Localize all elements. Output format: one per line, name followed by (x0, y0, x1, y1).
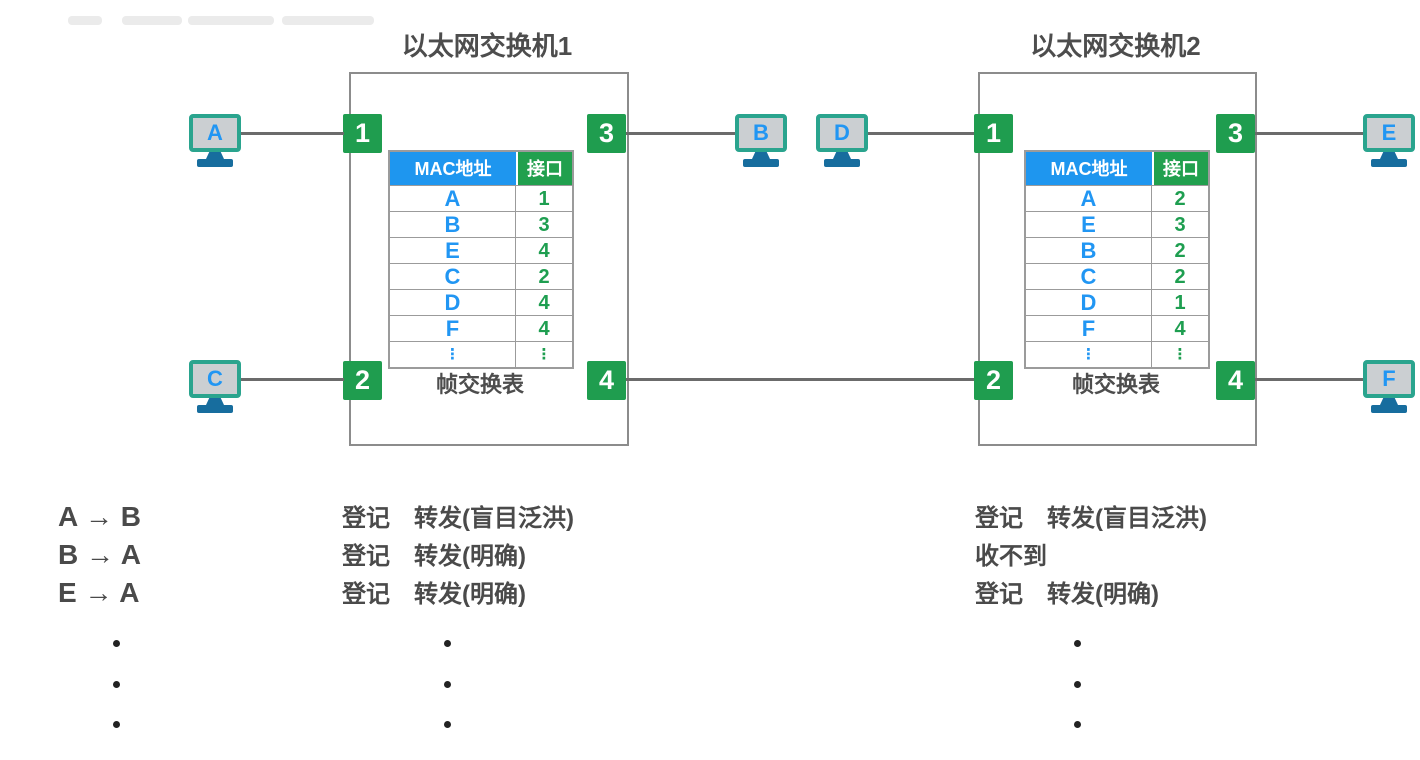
scenario-sw2-result-1: 登记 转发(盲目泛洪) (975, 505, 1207, 532)
scenario-sw1-result-2: 登记 转发(明确) (342, 543, 526, 570)
mac-header-cell: MAC地址 (390, 152, 516, 185)
switch1-port-4: 4 (587, 361, 626, 400)
ellipsis-dot (444, 681, 451, 688)
cable-hostA-sw1p1 (241, 132, 344, 135)
ellipsis-dot (113, 640, 120, 647)
ellipsis-dot (1074, 640, 1081, 647)
watermark-smudge (68, 16, 102, 25)
ellipsis-dot (444, 721, 451, 728)
cable-sw1p4-sw2p2-trunk (626, 378, 974, 381)
ellipsis-dot (113, 681, 120, 688)
host-label: D (834, 120, 850, 145)
port-cell: 2 (1152, 185, 1208, 211)
switch1-table-caption: 帧交换表 (435, 372, 524, 397)
scenario-flow-1: A → B (58, 501, 141, 532)
port-cell: 2 (1152, 263, 1208, 289)
switch1-port-3: 3 (587, 114, 626, 153)
port-cell: 1 (1152, 289, 1208, 315)
mac-table-switch2: MAC地址 接口 A 2 E 3 B 2 C 2 D 1 F 4 ⋮ ⋮ (1024, 150, 1210, 369)
ellipsis-dot (113, 721, 120, 728)
port-ellipsis-cell: ⋮ (1152, 341, 1208, 367)
switch2-port-2: 2 (974, 361, 1013, 400)
switch2-table-caption: 帧交换表 (1071, 372, 1160, 397)
mac-cell: B (390, 211, 516, 237)
scenario-sw1-result-3: 登记 转发(明确) (342, 581, 526, 608)
port-cell: 4 (516, 315, 572, 341)
port-ellipsis-cell: ⋮ (516, 341, 572, 367)
monitor-stand (833, 152, 851, 159)
mac-cell: D (390, 289, 516, 315)
port-header-cell: 接口 (516, 152, 572, 185)
watermark-smudge (188, 16, 274, 25)
port-cell: 3 (1152, 211, 1208, 237)
switch2-port-4: 4 (1216, 361, 1255, 400)
cable-sw2p3-hostE (1255, 132, 1363, 135)
switch2-port-3: 3 (1216, 114, 1255, 153)
ellipsis-dot (444, 640, 451, 647)
port-cell: 1 (516, 185, 572, 211)
mac-cell: F (390, 315, 516, 341)
mac-cell: D (1026, 289, 1152, 315)
monitor-stand (1380, 152, 1398, 159)
scenario-flow-3: E → A (58, 577, 140, 608)
switch1-port-1: 1 (343, 114, 382, 153)
ellipsis-dot (1074, 681, 1081, 688)
monitor-icon: E (1363, 114, 1415, 152)
host-B: B (735, 114, 787, 167)
host-label: E (1381, 120, 1397, 145)
port-cell: 4 (516, 289, 572, 315)
cable-sw2p4-hostF (1255, 378, 1363, 381)
monitor-icon: F (1363, 360, 1415, 398)
cable-sw1p3-hostB (626, 132, 737, 135)
monitor-stand (752, 152, 770, 159)
port-cell: 4 (516, 237, 572, 263)
mac-ellipsis-cell: ⋮ (1026, 341, 1152, 367)
mac-cell: C (390, 263, 516, 289)
host-F: F (1363, 360, 1415, 413)
watermark-smudge (122, 16, 182, 25)
host-label: A (207, 120, 223, 145)
mac-cell: C (1026, 263, 1152, 289)
switch2-port-1: 1 (974, 114, 1013, 153)
monitor-icon: B (735, 114, 787, 152)
mac-cell: A (390, 185, 516, 211)
switch1-title: 以太网交换机1 (401, 31, 573, 61)
scenario-flow-2: B → A (58, 539, 141, 570)
watermark-smudge (282, 16, 374, 25)
mac-ellipsis-cell: ⋮ (390, 341, 516, 367)
mac-cell: B (1026, 237, 1152, 263)
host-E: E (1363, 114, 1415, 167)
monitor-icon: A (189, 114, 241, 152)
monitor-icon: D (816, 114, 868, 152)
port-cell: 4 (1152, 315, 1208, 341)
monitor-stand (206, 398, 224, 405)
host-C: C (189, 360, 241, 413)
port-cell: 2 (1152, 237, 1208, 263)
mac-cell: E (390, 237, 516, 263)
cable-hostD-sw2p1 (866, 132, 974, 135)
mac-cell: A (1026, 185, 1152, 211)
mac-cell: F (1026, 315, 1152, 341)
cable-hostC-sw1p2 (241, 378, 344, 381)
scenario-sw1-result-1: 登记 转发(盲目泛洪) (342, 505, 574, 532)
host-label: B (753, 120, 769, 145)
switch2-title: 以太网交换机2 (1030, 31, 1201, 61)
mac-cell: E (1026, 211, 1152, 237)
ellipsis-dot (1074, 721, 1081, 728)
port-cell: 3 (516, 211, 572, 237)
scenario-sw2-result-3: 登记 转发(明确) (975, 581, 1159, 608)
monitor-stand (206, 152, 224, 159)
mac-table-switch1: MAC地址 接口 A 1 B 3 E 4 C 2 D 4 F 4 ⋮ ⋮ (388, 150, 574, 369)
switch1-port-2: 2 (343, 361, 382, 400)
host-A: A (189, 114, 241, 167)
scenario-sw2-result-2: 收不到 (975, 543, 1047, 570)
port-cell: 2 (516, 263, 572, 289)
mac-header-cell: MAC地址 (1026, 152, 1152, 185)
host-D: D (816, 114, 868, 167)
port-header-cell: 接口 (1152, 152, 1208, 185)
host-label: F (1382, 366, 1396, 391)
monitor-stand (1380, 398, 1398, 405)
host-label: C (207, 366, 223, 391)
monitor-icon: C (189, 360, 241, 398)
